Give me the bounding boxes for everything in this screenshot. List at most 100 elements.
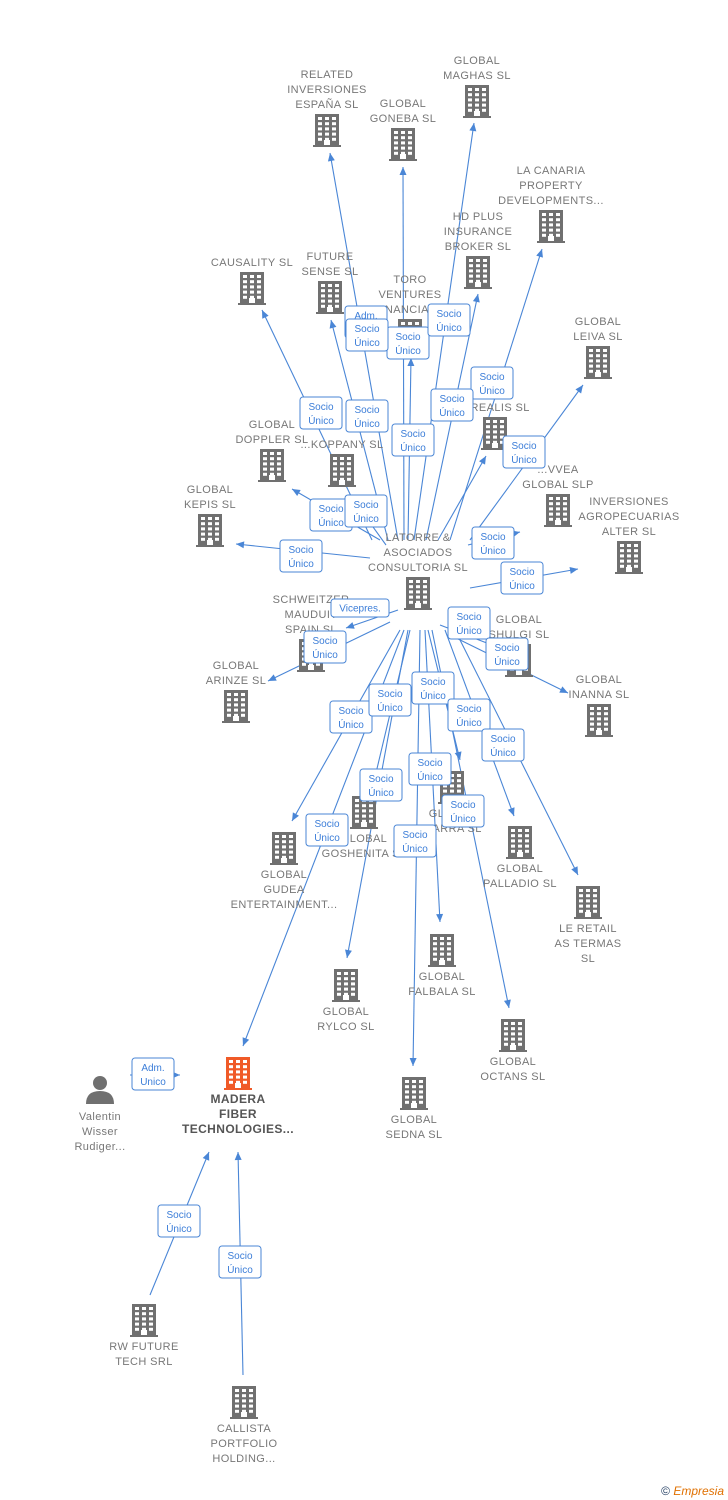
node-label: ALTER SL (602, 526, 656, 538)
node-label: MAGHAS SL (443, 70, 511, 82)
badge-label: Único (456, 716, 482, 729)
arrowhead-icon (472, 294, 480, 303)
relation-badge[interactable]: Vicepres. (330, 598, 390, 618)
arrowhead-icon (409, 1057, 417, 1066)
node-label: GLOBAL (497, 863, 543, 875)
badge-box (430, 388, 474, 422)
node-label: FUTURE (306, 251, 353, 263)
node-label: FIBER (219, 1107, 257, 1121)
edge-latorre-to-realis (437, 455, 487, 541)
node-palladio[interactable]: GLOBAL PALLADIO SL (483, 826, 557, 890)
building-icon (404, 577, 432, 610)
badge-label: Socio (511, 441, 536, 452)
building-icon (130, 1304, 158, 1337)
node-madera[interactable]: MADERAFIBERTECHNOLOGIES... (182, 1057, 294, 1136)
badge-label: Único (456, 624, 482, 637)
node-callista[interactable]: CALLISTAPORTFOLIOHOLDING... (211, 1386, 278, 1465)
badge-box (368, 683, 412, 717)
badge-label: Único (227, 1263, 253, 1276)
node-valentin[interactable]: ValentinWisserRudiger... (74, 1076, 125, 1153)
badges-layer: SocioÚnicoSocioÚnicoSocioÚnicoSocioÚnico… (131, 303, 546, 1279)
badge-label: Único (509, 579, 535, 592)
building-icon (389, 128, 417, 161)
node-label: GLOBAL (323, 1006, 369, 1018)
badge-label: Socio (354, 324, 379, 335)
node-lacanaria[interactable]: LA CANARIAPROPERTYDEVELOPMENTS... (498, 165, 604, 243)
relation-badge[interactable]: Adm.Unico (131, 1057, 175, 1091)
building-icon (585, 704, 613, 737)
node-arinze[interactable]: GLOBAL ARINZE SL (206, 660, 266, 723)
badge-label: Socio (308, 402, 333, 413)
badge-label: Socio (456, 704, 481, 715)
node-label: PALLADIO SL (483, 878, 557, 890)
node-label: Valentin (79, 1111, 121, 1123)
arrowhead-icon (236, 541, 245, 549)
node-gudea[interactable]: GLOBALGUDEAENTERTAINMENT... (231, 832, 338, 911)
node-label: GLOBAL (213, 660, 259, 672)
node-koppany[interactable]: ...KOPPANY SL (300, 439, 383, 487)
node-causality[interactable]: CAUSALITY SL (211, 257, 293, 305)
node-label: GLOBAL (419, 971, 465, 983)
badge-box (441, 794, 485, 828)
node-label: INSURANCE (444, 226, 512, 238)
copyright-footer[interactable]: © Empresia (661, 1484, 724, 1498)
badge-box (303, 630, 347, 664)
building-icon (464, 256, 492, 289)
node-realis[interactable]: ...REALIS SL (460, 402, 530, 450)
node-label: KEPIS SL (184, 499, 236, 511)
node-label: ARINZE SL (206, 675, 266, 687)
node-label: Wisser (82, 1126, 118, 1138)
badge-box (447, 698, 491, 732)
building-icon (506, 826, 534, 859)
arrowhead-icon (536, 249, 543, 258)
